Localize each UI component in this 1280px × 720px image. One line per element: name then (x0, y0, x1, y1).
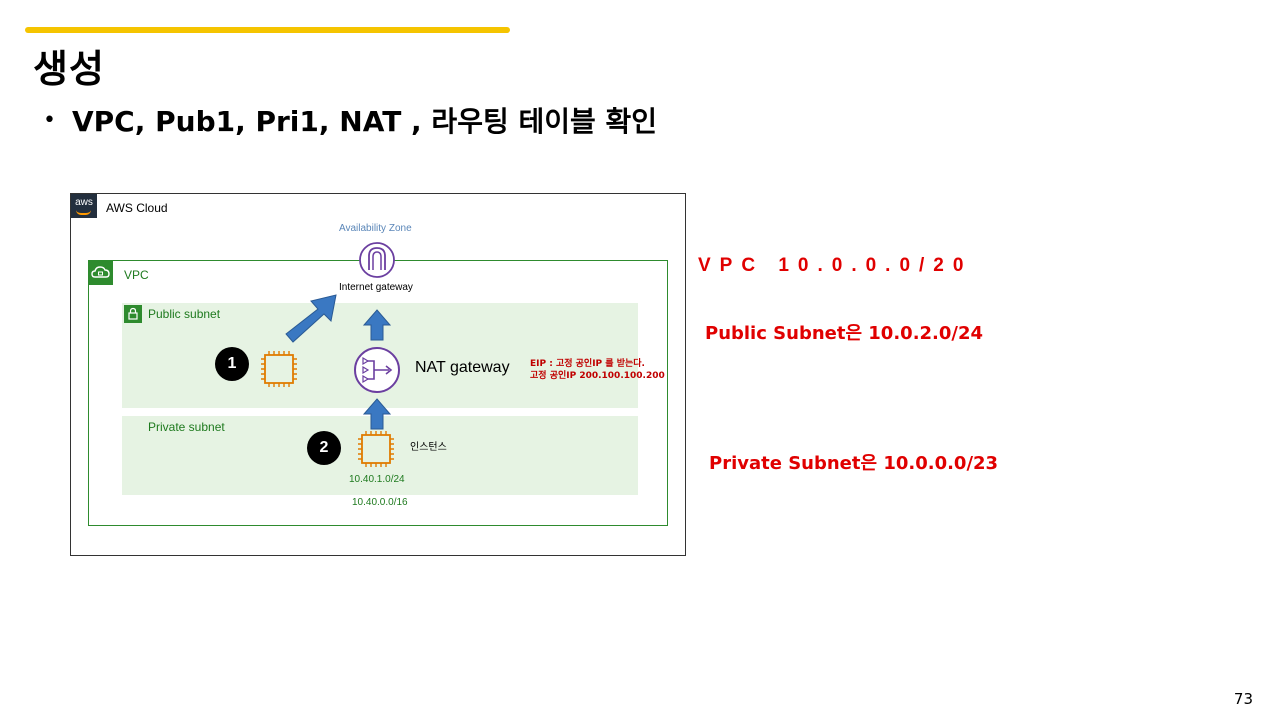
nat-gateway-label: NAT gateway (415, 359, 510, 376)
vpc-label: VPC (124, 268, 149, 282)
bullet-dot-icon: • (43, 107, 56, 133)
aws-logo-text: aws (75, 197, 93, 208)
private-subnet-label: Private subnet (148, 420, 225, 434)
arrow-up-icon-private (362, 398, 392, 430)
arrow-up-icon-nat (362, 309, 392, 341)
aws-logo-icon: aws (71, 194, 97, 218)
bullet-text: VPC, Pub1, Pri1, NAT , 라우팅 테이블 확인 (71, 105, 658, 138)
vpc-cidr: 10.40.0.0/16 (352, 497, 408, 508)
aws-cloud-label: AWS Cloud (106, 201, 168, 215)
internet-gateway-label: Internet gateway (339, 282, 413, 293)
aws-smile-mark (76, 210, 91, 215)
ec2-instance-icon-public (261, 351, 297, 387)
public-subnet-note: Public Subnet은 10.0.2.0/24 (705, 323, 984, 344)
page-number: 73 (1233, 690, 1253, 708)
eip-note-line-1: EIP : 고정 공인IP 를 받는다. (530, 359, 645, 369)
aws-cloud-diagram: aws AWS Cloud Availability Zone VPC Publ… (70, 193, 686, 556)
internet-gateway-icon (359, 242, 395, 278)
step-badge-1: 1 (215, 347, 249, 381)
title-accent-bar (25, 27, 510, 33)
diagram-overlay (261, 242, 400, 467)
slide-title: 생성 (33, 47, 105, 91)
eip-note-line-2: 고정 공인IP 200.100.100.200 (530, 371, 665, 381)
lock-icon (124, 305, 142, 323)
bullet-item: • VPC, Pub1, Pri1, NAT , 라우팅 테이블 확인 (43, 100, 657, 140)
eip-note: EIP : 고정 공인IP 를 받는다. 고정 공인IP 200.100.100… (530, 358, 665, 382)
private-subnet-note: Private Subnet은 10.0.0.0/23 (709, 453, 999, 474)
vpc-cidr-note: VPC 10.0.0.0/20 (698, 255, 973, 276)
private-subnet-cidr: 10.40.1.0/24 (349, 474, 405, 485)
cloud-vpc-icon (89, 261, 113, 285)
ec2-instance-icon-private (358, 431, 394, 467)
step-badge-2: 2 (307, 431, 341, 465)
public-subnet-label: Public subnet (148, 307, 221, 321)
availability-zone-label: Availability Zone (339, 223, 412, 234)
nat-gateway-icon (354, 347, 400, 393)
arrow-diagonal-icon (285, 294, 337, 343)
instance-label: 인스턴스 (410, 442, 447, 453)
